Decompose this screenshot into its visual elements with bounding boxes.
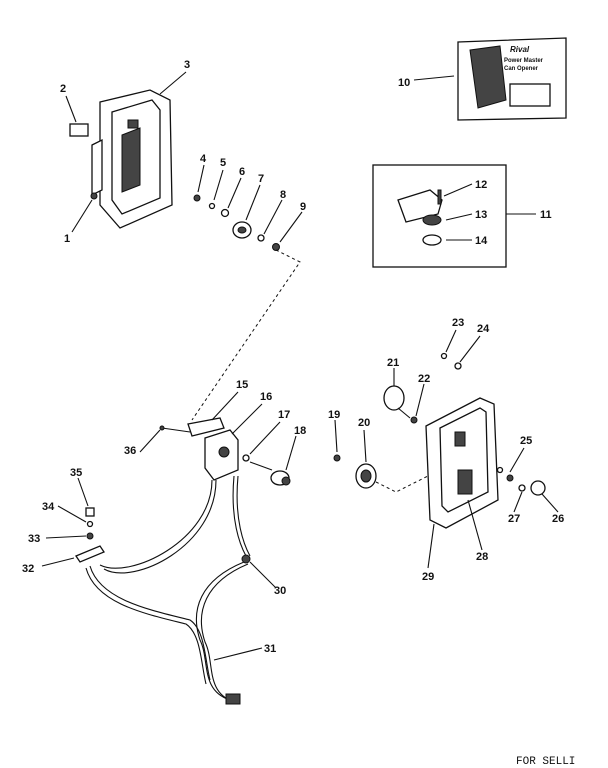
callout-20: 20 — [358, 417, 370, 429]
footer-caption: FOR SELLI — [516, 756, 576, 768]
cutter-kit-box — [372, 164, 507, 268]
leader-lines — [41, 71, 559, 661]
callout-34: 34 — [42, 501, 55, 513]
washer-part-34 — [86, 520, 94, 528]
instruction-manual: Rival Power Master Can Opener — [457, 37, 567, 121]
callout-21: 21 — [387, 357, 399, 369]
callout-13: 13 — [475, 209, 487, 221]
part-9 — [272, 243, 280, 251]
callout-7: 7 — [258, 173, 264, 185]
button-part-35 — [85, 507, 95, 517]
callout-10: 10 — [398, 77, 410, 89]
manual-line-3: Can Opener — [504, 66, 539, 72]
screw-part-36 — [159, 425, 165, 431]
screw-part-12 — [437, 189, 442, 205]
washer-part-22 — [410, 416, 418, 424]
washer-part-25a — [496, 466, 504, 474]
roller-part-14 — [422, 234, 442, 246]
plug-part-31 — [225, 693, 241, 705]
gear-part-13 — [422, 214, 442, 226]
switch-part-32 — [75, 545, 105, 563]
callout-11: 11 — [540, 209, 552, 221]
screw-part-1 — [90, 192, 98, 200]
motor-assembly — [159, 417, 291, 486]
callout-18: 18 — [294, 425, 306, 437]
callout-35: 35 — [70, 467, 82, 479]
callout-6: 6 — [239, 166, 245, 178]
part-8 — [257, 234, 265, 242]
screw-part-23 — [440, 352, 448, 360]
manual-line-2: Power Master — [504, 58, 544, 64]
part-5 — [208, 202, 216, 210]
callout-36: 36 — [124, 445, 136, 457]
callout-32: 32 — [22, 563, 34, 575]
strain-relief-part-30 — [241, 554, 251, 564]
callout-15: 15 — [236, 379, 248, 391]
washer-part-24 — [454, 362, 462, 370]
callout-22: 22 — [418, 373, 430, 385]
washer-part-17 — [242, 454, 250, 462]
part-19 — [333, 454, 341, 462]
callout-4: 4 — [200, 153, 207, 165]
callout-2: 2 — [60, 83, 66, 95]
manual-brand: Rival — [510, 45, 530, 54]
callout-23: 23 — [452, 317, 464, 329]
callout-12: 12 — [475, 179, 487, 191]
callout-8: 8 — [280, 189, 286, 201]
callout-17: 17 — [278, 409, 290, 421]
label-plate — [69, 123, 89, 137]
washer-part-25b — [506, 474, 514, 482]
part-27 — [518, 484, 526, 492]
callout-30: 30 — [274, 585, 286, 597]
callout-16: 16 — [260, 391, 272, 403]
washer-stack — [191, 194, 301, 421]
housing-assembly — [69, 89, 173, 229]
callout-27: 27 — [508, 513, 520, 525]
callout-24: 24 — [477, 323, 490, 335]
callout-19: 19 — [328, 409, 340, 421]
callout-9: 9 — [300, 201, 306, 213]
callout-labels: 1 2 3 4 5 6 7 8 9 10 11 12 13 14 15 16 1… — [22, 59, 564, 655]
callout-33: 33 — [28, 533, 40, 545]
bracket-part-15 — [187, 417, 225, 437]
knob-part-26 — [530, 480, 546, 496]
callout-26: 26 — [552, 513, 564, 525]
lever-part-21 — [383, 385, 405, 411]
part-6 — [220, 208, 230, 218]
part-4 — [193, 194, 201, 202]
callout-1: 1 — [64, 233, 70, 245]
callout-28: 28 — [476, 551, 488, 563]
callout-3: 3 — [184, 59, 190, 71]
callout-31: 31 — [264, 643, 276, 655]
front-cover-assembly — [333, 352, 546, 529]
callout-29: 29 — [422, 571, 434, 583]
nut-part-33 — [86, 532, 94, 540]
callout-14: 14 — [475, 235, 488, 247]
cord-assembly — [75, 475, 251, 705]
callout-5: 5 — [220, 157, 226, 169]
callout-25: 25 — [520, 435, 532, 447]
